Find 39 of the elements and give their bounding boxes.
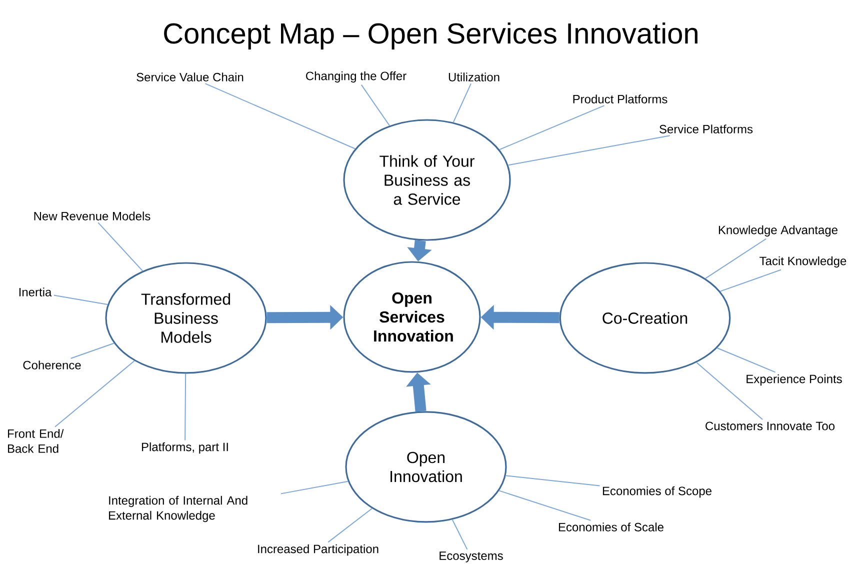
- topic-label: Customers Innovate Too: [706, 422, 835, 430]
- leader-line: [98, 222, 144, 272]
- topic-label: Experience Points: [746, 374, 842, 386]
- topic-label: Changing the Offer: [306, 71, 406, 83]
- leader-line: [704, 238, 767, 279]
- topic-label: Knowledge Advantage: [718, 225, 838, 237]
- leader-line: [499, 105, 605, 150]
- leader-line: [498, 490, 592, 521]
- leader-line: [505, 475, 600, 486]
- topic-label: Service Platforms: [660, 124, 753, 134]
- topic-label: Ecosystems: [440, 552, 503, 562]
- leader-line: [508, 135, 670, 166]
- leader-line: [452, 83, 472, 123]
- leader-line: [54, 360, 135, 428]
- topic-label: Economies of Scope: [602, 486, 712, 498]
- leader-line: [280, 480, 348, 494]
- topic-label: Increased Participation: [258, 544, 378, 556]
- topic-label: Front End/ Back End: [8, 429, 64, 453]
- leader-line: [452, 519, 468, 550]
- topic-label: Integration of Internal And External Knowledge: [109, 496, 248, 522]
- topic-label: Inertia: [19, 288, 52, 296]
- leader-line: [360, 84, 390, 126]
- topic-label: Economies of Scale: [558, 522, 664, 532]
- title: Concept Map – Open Services Innovation: [164, 22, 698, 50]
- topic-label: New Revenue Models: [34, 212, 150, 220]
- topic-label: Service Value Chain: [136, 72, 244, 82]
- leader-line: [53, 294, 108, 305]
- topic-label: Platforms, part II: [142, 442, 228, 454]
- leader-line: [696, 362, 764, 420]
- topic-label: Product Platforms: [573, 94, 668, 104]
- leader-line: [184, 373, 186, 441]
- topic-label: Coherence: [23, 360, 81, 370]
- leader-line: [70, 342, 114, 359]
- leader-line: [328, 508, 372, 543]
- leader-line: [204, 83, 356, 150]
- leader-line: [716, 348, 776, 373]
- topic-label: Utilization: [448, 72, 500, 82]
- leader-line: [720, 269, 782, 292]
- topic-label: Tacit Knowledge: [760, 256, 846, 268]
